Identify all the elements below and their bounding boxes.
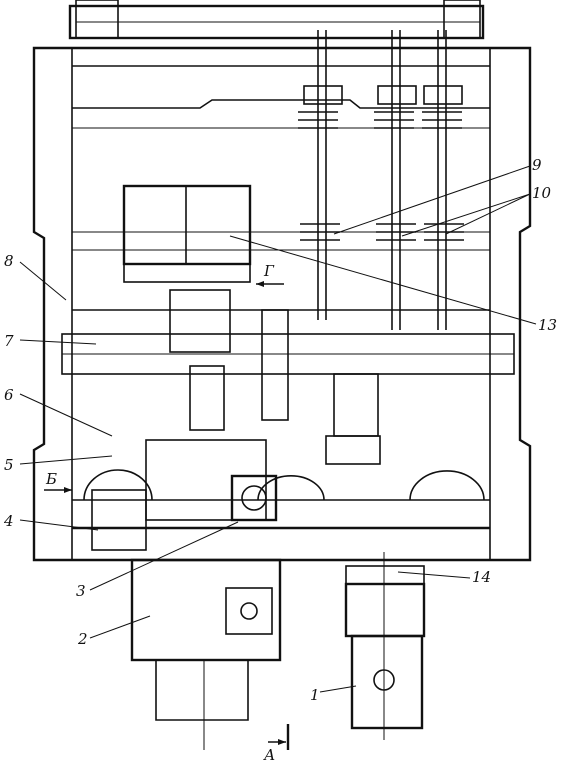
callout-5: 5 [4,456,14,474]
section-marker-g [256,281,284,287]
spring-column-2 [374,30,417,330]
drive-unit-2 [130,558,282,750]
callout-9: 9 [532,156,542,174]
mechanism [145,289,485,522]
callout-3: 3 [76,582,86,600]
view-mark-a: А [263,746,275,764]
view-mark-b: Б [45,470,57,488]
callout-4: 4 [3,512,14,530]
cabinet-frame [32,46,532,562]
item-4-assembly [83,469,153,551]
view-mark-g: Г [263,262,275,280]
section-marker-a [268,724,290,750]
callout-14: 14 [472,568,491,586]
top-rail [68,0,485,40]
callout-2: 2 [77,630,88,648]
callout-13: 13 [538,316,557,334]
callout-1: 1 [310,686,320,704]
springs [298,30,464,330]
callout-6: 6 [4,386,14,404]
callout-8: 8 [4,252,14,270]
spring-column-1 [298,30,343,320]
callout-7: 7 [4,332,14,350]
callout-labels: 1 2 3 4 5 6 7 8 9 10 13 14 Г Б А [3,156,557,764]
leader-lines [19,165,537,693]
drive-unit-1 [344,552,426,740]
coil-block [122,184,252,283]
callout-10: 10 [532,184,552,202]
spring-column-3 [422,30,464,330]
section-marker-b [44,487,72,493]
